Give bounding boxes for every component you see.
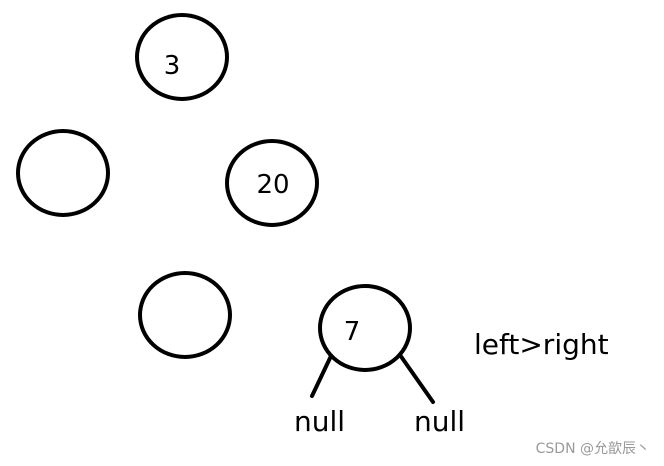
edge-7-right-null — [398, 353, 435, 404]
edge-7-left-null — [310, 354, 333, 398]
null-label-right: null — [414, 405, 465, 438]
node-circle — [16, 129, 110, 217]
node-label-20: 20 — [256, 170, 289, 200]
node-circle — [138, 271, 232, 359]
null-label-left: null — [294, 405, 345, 438]
tree-node-20: 20 — [225, 139, 319, 227]
node-circle — [318, 284, 412, 372]
tree-node-3: 3 — [135, 13, 229, 101]
tree-node-empty-lower — [138, 271, 232, 359]
tree-node-empty-left — [16, 129, 110, 217]
node-label-7: 7 — [344, 317, 361, 347]
watermark: CSDN @允歆辰丶 — [535, 441, 650, 457]
node-circle — [135, 13, 229, 101]
node-circle — [225, 139, 319, 227]
comparison-annotation: left>right — [474, 328, 609, 361]
node-label-3: 3 — [164, 51, 181, 81]
tree-node-7: 7 — [318, 284, 412, 372]
